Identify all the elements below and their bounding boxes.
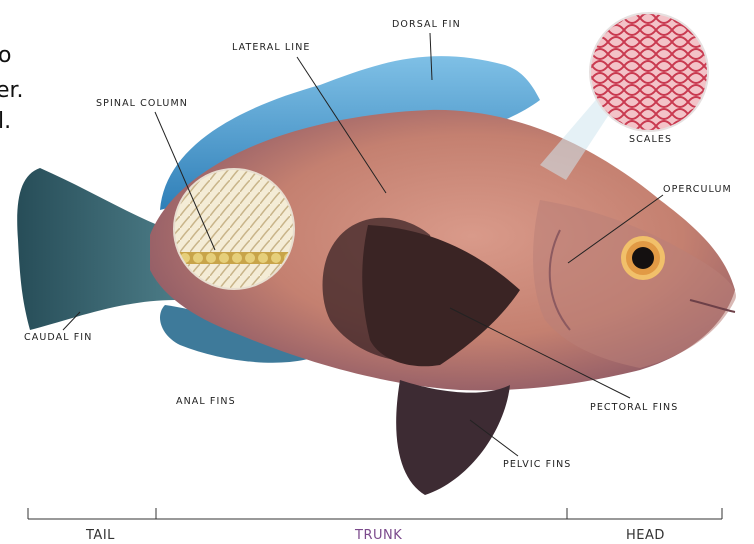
label-scales: SCALES xyxy=(629,134,672,145)
label-caudal-fin: CAUDAL FIN xyxy=(24,332,92,343)
section-head: HEAD xyxy=(626,528,665,543)
label-lateral-line: LATERAL LINE xyxy=(232,42,311,53)
label-pelvic-fins: PELVIC FINS xyxy=(503,459,571,470)
section-trunk: TRUNK xyxy=(355,528,402,543)
section-bracket xyxy=(28,508,722,519)
label-pectoral-fins: PECTORAL FINS xyxy=(590,402,678,413)
label-dorsal-fin: DORSAL FIN xyxy=(392,19,461,30)
label-operculum: OPERCULUM xyxy=(663,184,732,195)
label-anal-fins: ANAL FINS xyxy=(176,396,236,407)
eye-pupil xyxy=(632,247,654,269)
section-tail: TAIL xyxy=(86,528,115,543)
label-spinal-column: SPINAL COLUMN xyxy=(96,98,188,109)
